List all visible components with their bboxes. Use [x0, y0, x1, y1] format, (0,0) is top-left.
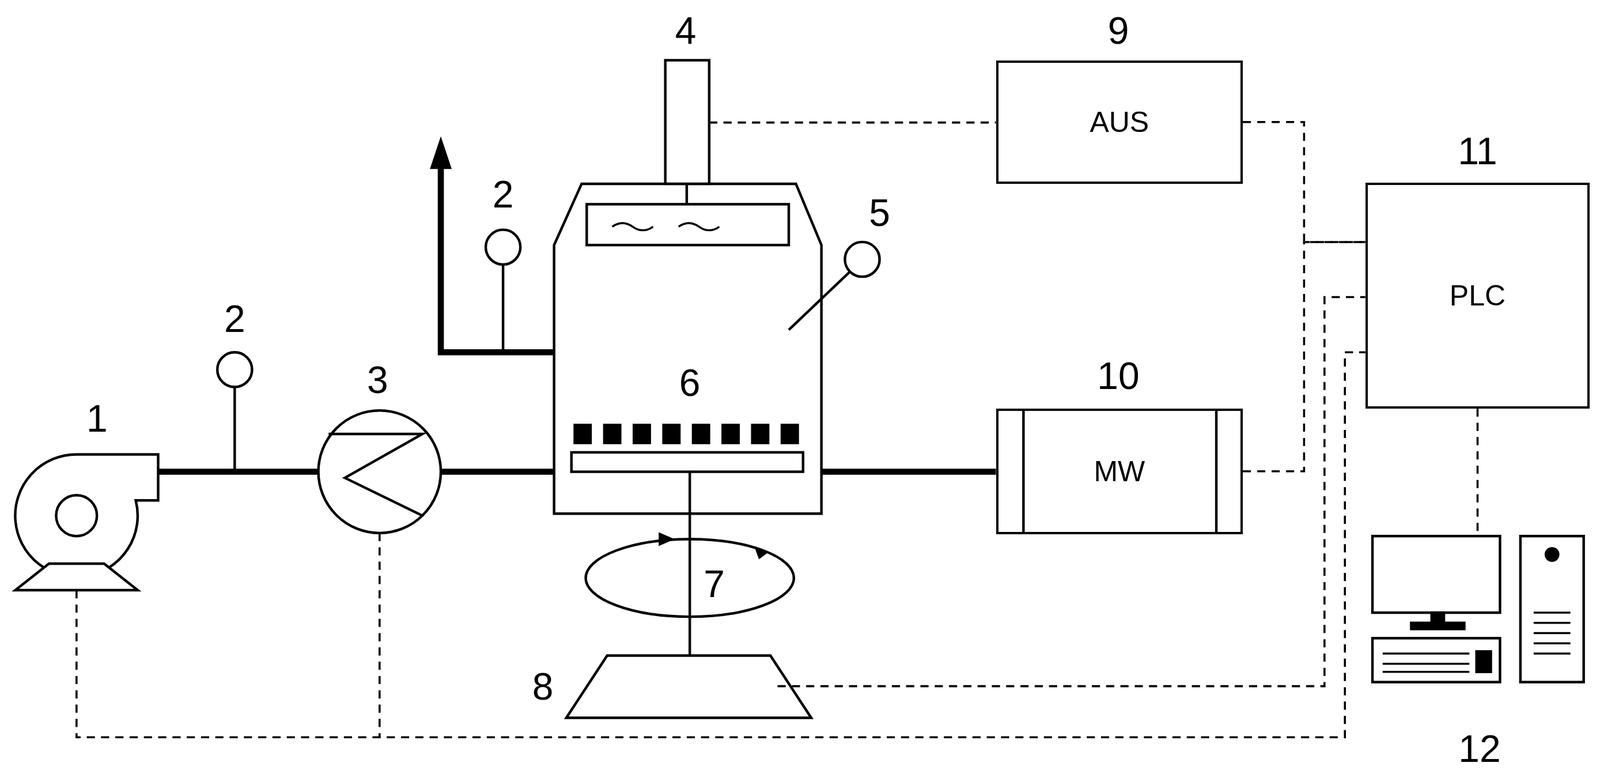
transducer-rod [685, 183, 688, 204]
tower-case [1520, 535, 1584, 682]
drying-chamber [554, 183, 822, 514]
sample-row [573, 423, 799, 444]
monitor [1372, 535, 1500, 613]
wave-mark [612, 222, 720, 230]
air-pipe [158, 468, 319, 475]
desktop-button [1476, 651, 1492, 672]
exhaust-pipe [440, 163, 555, 353]
box-label: AUS [1089, 105, 1149, 139]
desktop-case [1372, 637, 1500, 682]
box-label: PLC [1449, 278, 1506, 313]
tower-button [1545, 547, 1558, 561]
heater-symbol [318, 410, 442, 533]
air-pipe [440, 468, 555, 475]
signal-wire [1476, 408, 1480, 536]
callout-number: 12 [1458, 729, 1501, 768]
motor-symbol [566, 655, 812, 718]
ultrasound-transducer [665, 60, 710, 184]
fan-hub [55, 494, 97, 536]
monitor-stand [1431, 612, 1444, 623]
signal-wire [378, 532, 381, 737]
signal-wire [1242, 122, 1366, 242]
tower-vents [1533, 612, 1571, 654]
gauge-stem [501, 264, 505, 353]
callout-number: 10 [1097, 356, 1140, 395]
turntable-plate [571, 452, 804, 472]
callout-number: 7 [703, 564, 725, 603]
fan-symbol [14, 454, 158, 577]
desktop-slots [1382, 653, 1470, 672]
callout-number: 3 [367, 360, 389, 399]
exhaust-arrow [430, 137, 451, 169]
gauge-symbol [217, 352, 252, 387]
instrument-box: PLC [1365, 182, 1591, 409]
magnetron-end [1215, 410, 1218, 532]
probe-head [844, 241, 880, 277]
callout-number: 11 [1457, 131, 1498, 170]
signal-wire [777, 297, 1366, 687]
gauge-stem [233, 387, 236, 472]
instrument-box: MW [996, 408, 1244, 535]
signal-wire [76, 352, 1366, 737]
magnetron-end [1022, 410, 1025, 532]
box-label: MW [1093, 454, 1145, 489]
instrument-box: AUS [996, 60, 1244, 184]
callout-number: 6 [679, 363, 701, 402]
signal-wire [709, 121, 997, 124]
waveguide-pipe [821, 468, 997, 475]
transducer-plate [586, 203, 789, 245]
callout-number: 2 [492, 175, 514, 214]
temperature-probe [788, 271, 850, 330]
rotation-arrow [659, 532, 768, 559]
callout-number: 2 [224, 299, 246, 338]
callout-number: 9 [1107, 11, 1130, 50]
callout-number: 5 [868, 193, 891, 232]
signal-wire [1242, 241, 1366, 472]
callout-number: 8 [532, 667, 554, 706]
turntable-shaft [688, 471, 691, 656]
fan-base [15, 563, 139, 590]
gauge-symbol [485, 229, 521, 265]
heater-coil [328, 433, 423, 516]
monitor-base [1411, 622, 1465, 630]
callout-number: 1 [86, 399, 108, 438]
callout-number: 4 [675, 11, 697, 50]
